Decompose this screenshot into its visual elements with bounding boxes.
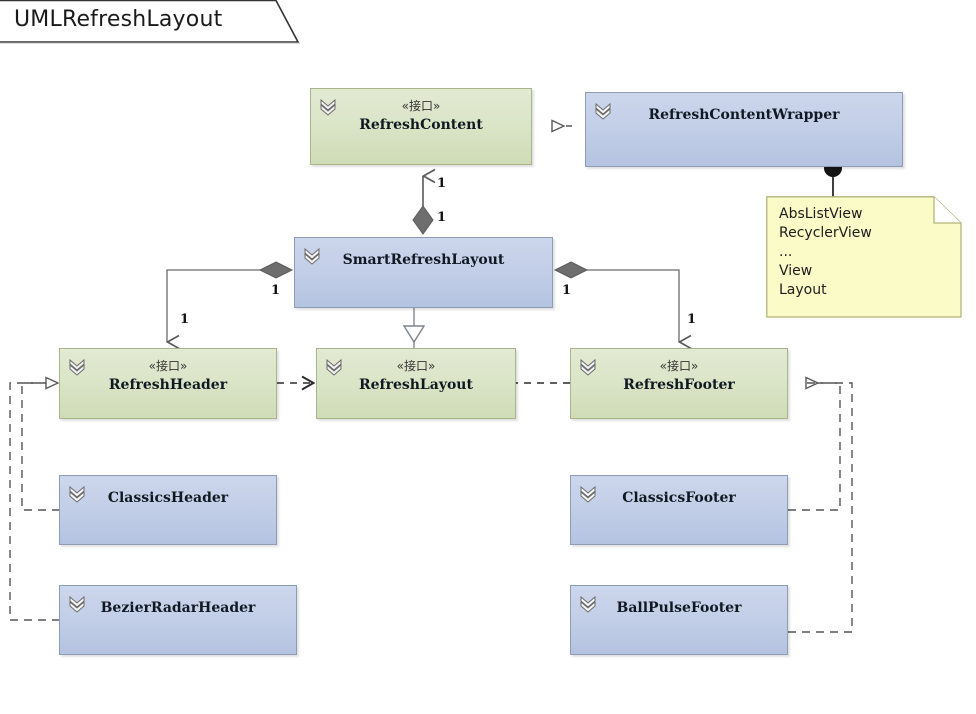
chevron-double-down-icon [69, 485, 85, 503]
node-label: ClassicsFooter [622, 490, 736, 506]
chevron-double-down-icon [595, 102, 611, 120]
node-stereotype: «接口» [396, 359, 436, 373]
edge-footer-impls-realization [788, 383, 853, 633]
note-text: AbsListView RecyclerView ... View Layout [779, 206, 872, 298]
chevron-double-down-icon [69, 358, 85, 376]
edge-smart-generalizes-layout [402, 308, 426, 348]
node-label: RefreshHeader [108, 377, 228, 393]
node-bezier-radar-header[interactable]: BezierRadarHeader [59, 585, 297, 655]
node-ball-pulse-footer[interactable]: BallPulseFooter [570, 585, 788, 655]
node-refresh-footer[interactable]: «接口» RefreshFooter [570, 348, 788, 419]
diagram-title-tab: UMLRefreshLayout [0, 0, 300, 45]
node-classics-footer[interactable]: ClassicsFooter [570, 475, 788, 545]
chevron-double-down-icon [580, 358, 596, 376]
chevron-double-down-icon [580, 485, 596, 503]
edge-smart-composes-header [167, 261, 294, 342]
chevron-double-down-icon [326, 358, 342, 376]
multiplicity-header-end: 1 [180, 312, 190, 327]
node-label: RefreshLayout [359, 377, 473, 393]
node-label: ClassicsHeader [107, 490, 229, 506]
node-label: RefreshFooter [623, 377, 735, 393]
edge-smart-composes-footer [553, 261, 679, 342]
node-stereotype: «接口» [659, 359, 699, 373]
node-refresh-content-wrapper[interactable]: RefreshContentWrapper [585, 92, 903, 167]
edge-header-impls-realization [9, 383, 60, 621]
node-stereotype: «接口» [148, 359, 188, 373]
chevron-double-down-icon [320, 98, 336, 116]
node-label: RefreshContentWrapper [648, 107, 840, 123]
chevron-double-down-icon [69, 595, 85, 613]
multiplicity-content-top: 1 [437, 176, 447, 191]
page-title: UMLRefreshLayout [14, 7, 223, 32]
multiplicity-footer-diamond: 1 [562, 283, 572, 298]
node-label: RefreshContent [359, 117, 483, 133]
node-stereotype: «接口» [401, 99, 441, 113]
multiplicity-content-diamond: 1 [437, 210, 447, 225]
edge-smart-composes-content [412, 176, 433, 235]
node-refresh-header[interactable]: «接口» RefreshHeader [59, 348, 277, 419]
node-refresh-layout[interactable]: «接口» RefreshLayout [316, 348, 516, 419]
multiplicity-header-diamond: 1 [271, 283, 281, 298]
node-label: SmartRefreshLayout [342, 252, 505, 268]
title-tab-shape [0, 0, 300, 44]
node-label: BallPulseFooter [616, 600, 742, 616]
node-smart-refresh-layout[interactable]: SmartRefreshLayout [294, 237, 553, 308]
chevron-double-down-icon [304, 247, 320, 265]
note-shape [766, 196, 962, 318]
node-classics-header[interactable]: ClassicsHeader [59, 475, 277, 545]
node-label: BezierRadarHeader [100, 600, 256, 616]
node-refresh-content[interactable]: «接口» RefreshContent [310, 88, 532, 165]
multiplicity-footer-end: 1 [687, 312, 697, 327]
chevron-double-down-icon [580, 595, 596, 613]
